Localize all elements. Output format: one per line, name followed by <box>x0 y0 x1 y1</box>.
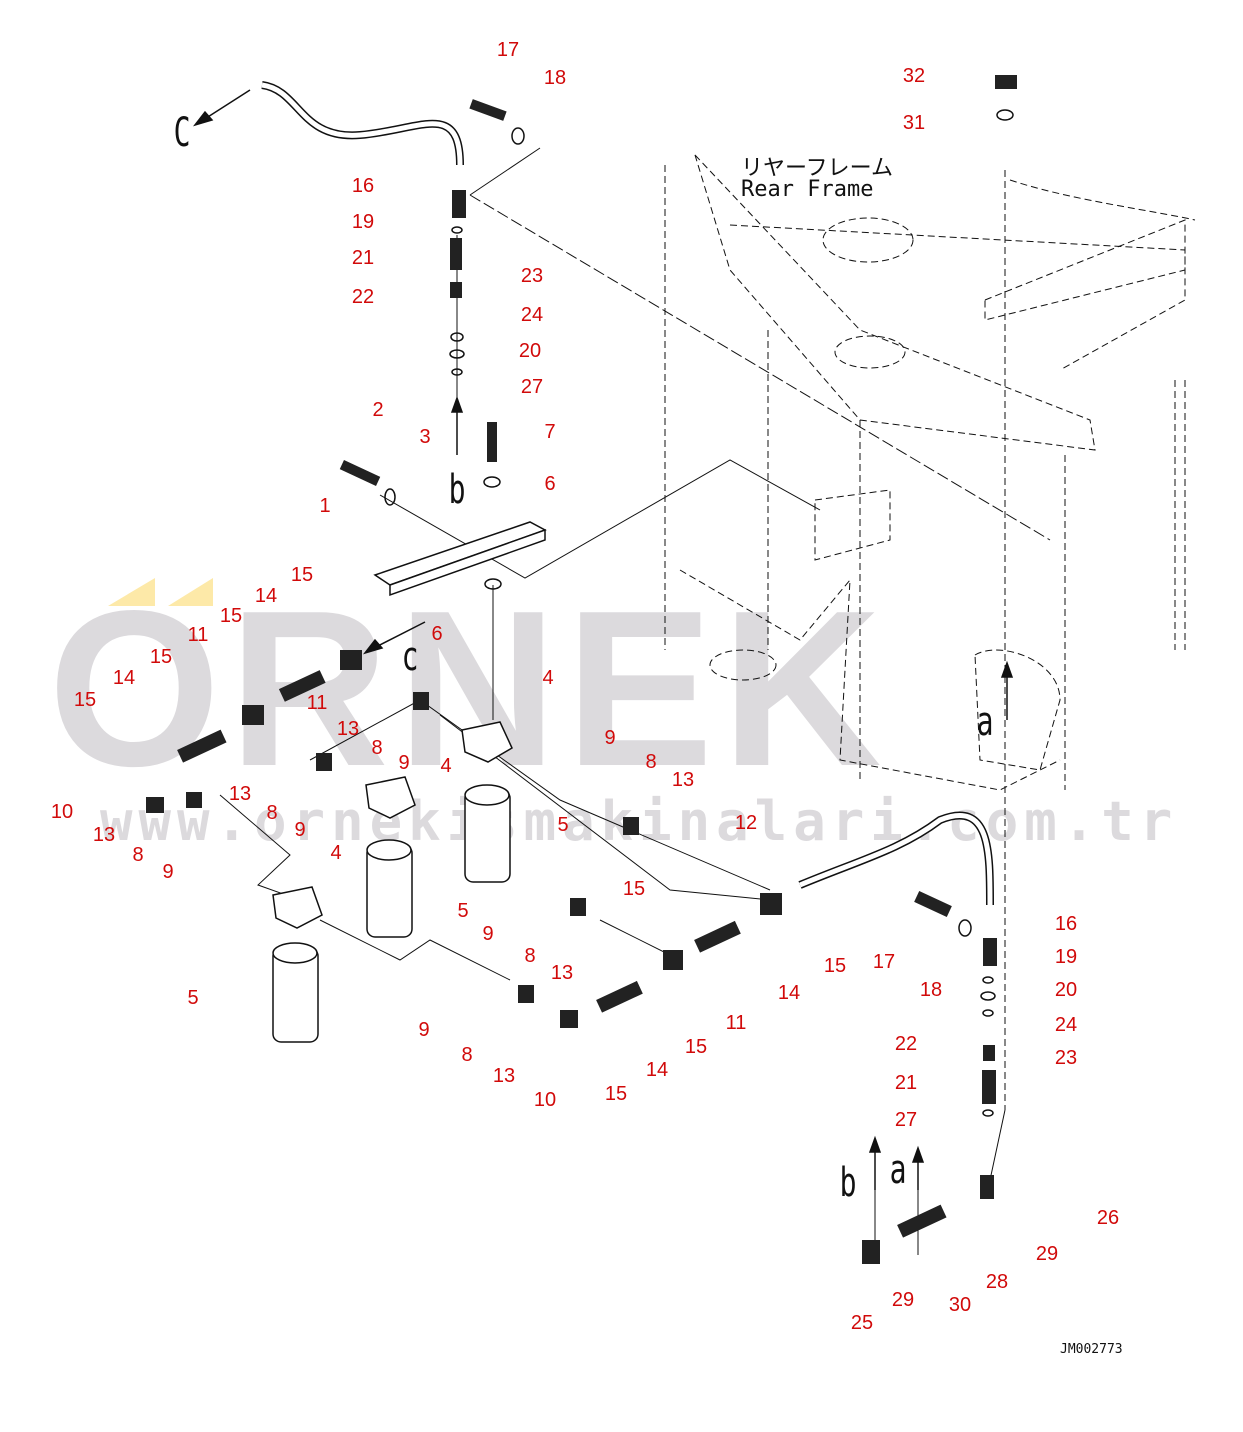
part-callout: 8 <box>371 737 383 759</box>
part-callout: 4 <box>330 842 342 864</box>
part-callout: 5 <box>187 987 199 1009</box>
part-callout: 17 <box>872 951 896 973</box>
part-callout: 11 <box>725 1012 747 1034</box>
part-callout: 13 <box>92 824 116 846</box>
part-callout: 29 <box>1035 1243 1059 1265</box>
part-callout: 15 <box>684 1036 708 1058</box>
part-callout: 22 <box>351 286 375 308</box>
part-callout: 14 <box>777 982 801 1004</box>
part-callout: 7 <box>544 421 556 443</box>
part-callout: 24 <box>520 304 544 326</box>
part-callout: 21 <box>351 247 375 269</box>
frame-title-english: Rear Frame <box>741 177 874 202</box>
part-callout: 28 <box>985 1271 1009 1293</box>
part-callout: 26 <box>1096 1207 1120 1229</box>
part-callout: 17 <box>496 39 520 61</box>
part-callout: 27 <box>520 376 544 398</box>
view-reference-letter: a <box>976 699 994 745</box>
part-callout: 15 <box>73 689 97 711</box>
part-callout: 10 <box>50 801 74 823</box>
part-callout: 5 <box>557 814 569 836</box>
fittings <box>146 75 1017 1264</box>
part-callout: 8 <box>461 1044 473 1066</box>
part-callout: 1 <box>319 495 331 517</box>
reference-lines <box>219 147 1051 1255</box>
part-callout: 18 <box>919 979 943 1001</box>
part-callout: 13 <box>336 718 360 740</box>
frame-title-japanese: リヤーフレーム <box>741 156 894 181</box>
part-callout: 13 <box>550 962 574 984</box>
part-callout: 23 <box>1054 1047 1078 1069</box>
part-callout: 11 <box>306 692 328 714</box>
part-callout: 6 <box>431 623 443 645</box>
part-callout: 15 <box>823 955 847 977</box>
part-callout: 25 <box>850 1312 874 1334</box>
part-callout: 14 <box>112 667 136 689</box>
drawing-code: JM002773 <box>1060 1342 1123 1357</box>
part-callout: 9 <box>482 923 494 945</box>
part-callout: 19 <box>1054 946 1078 968</box>
filter-cartridge <box>272 784 511 1043</box>
part-callout: 9 <box>294 819 306 841</box>
part-callout: 5 <box>457 900 469 922</box>
view-reference-letter: b <box>839 1160 857 1206</box>
arrows <box>192 89 1014 1190</box>
part-callout: 31 <box>902 112 926 134</box>
part-callout: 12 <box>734 812 758 834</box>
part-callout: 15 <box>149 646 173 668</box>
part-callout: 16 <box>351 175 375 197</box>
part-callout: 14 <box>254 585 278 607</box>
part-callout: 10 <box>533 1089 557 1111</box>
part-callout: 21 <box>894 1072 918 1094</box>
part-callout: 13 <box>671 769 695 791</box>
part-callout: 24 <box>1054 1014 1078 1036</box>
part-callout: 19 <box>351 211 375 233</box>
view-reference-letter: C <box>173 110 191 156</box>
view-reference-letter: b <box>448 467 466 513</box>
filter-head <box>272 721 513 929</box>
part-callout: 13 <box>492 1065 516 1087</box>
part-callout: 13 <box>228 783 252 805</box>
part-callout: 8 <box>524 945 536 967</box>
part-callout: 20 <box>1054 979 1078 1001</box>
part-callout: 23 <box>520 265 544 287</box>
part-callout: 9 <box>418 1019 430 1041</box>
part-callout: 32 <box>902 65 926 87</box>
watermark-brand: ORNEK <box>48 565 890 813</box>
part-callout: 22 <box>894 1033 918 1055</box>
part-callout: 6 <box>544 473 556 495</box>
hydraulic-hose <box>798 811 994 906</box>
part-callout: 2 <box>372 399 384 421</box>
part-callout: 15 <box>219 605 243 627</box>
part-callout: 8 <box>132 844 144 866</box>
part-callout: 8 <box>266 802 278 824</box>
part-callout: 15 <box>604 1083 628 1105</box>
part-callout: 30 <box>948 1294 972 1316</box>
part-callout: 16 <box>1054 913 1078 935</box>
part-callout: 27 <box>894 1109 918 1131</box>
view-reference-letter: c <box>401 634 419 680</box>
part-callout: 8 <box>645 751 657 773</box>
view-reference-letter: a <box>889 1147 907 1193</box>
part-callout: 15 <box>290 564 314 586</box>
bracket <box>373 521 547 597</box>
part-callout: 4 <box>542 667 554 689</box>
part-callout: 9 <box>604 727 616 749</box>
part-callout: 20 <box>518 340 542 362</box>
part-callout: 18 <box>543 67 567 89</box>
part-callout: 11 <box>187 624 209 646</box>
part-callout: 9 <box>398 752 410 774</box>
o-rings <box>384 109 1014 1117</box>
part-callout: 15 <box>622 878 646 900</box>
watermark-accent-icon <box>108 578 213 606</box>
part-callout: 14 <box>645 1059 669 1081</box>
rear-frame-outline <box>664 154 1196 1110</box>
part-callout: 9 <box>162 861 174 883</box>
part-callout: 3 <box>419 426 431 448</box>
part-callout: 4 <box>440 755 452 777</box>
part-callout: 29 <box>891 1289 915 1311</box>
